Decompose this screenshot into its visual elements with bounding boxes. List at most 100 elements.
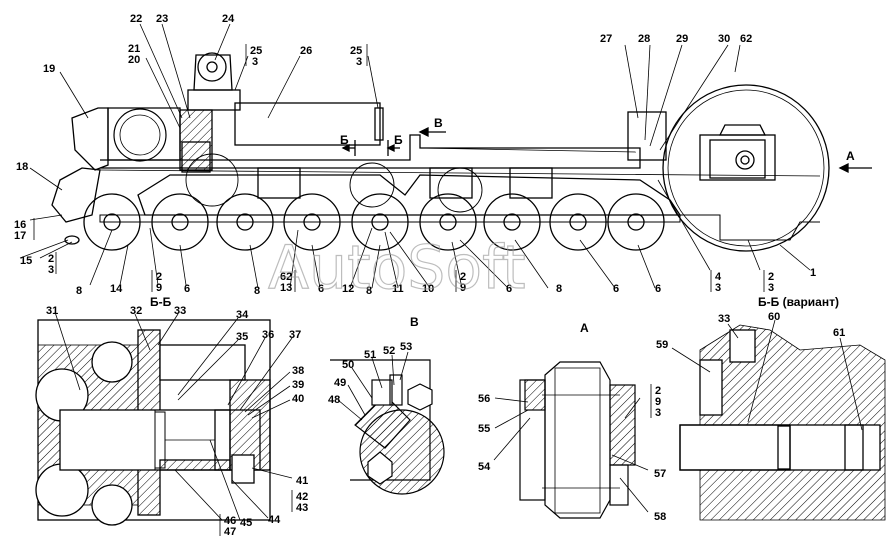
callout-40: 40 [292, 393, 304, 405]
callout-49: 49 [334, 377, 346, 389]
view-a-title: А [580, 321, 589, 335]
callout-6d: 6 [613, 283, 619, 295]
callout-37: 37 [289, 329, 301, 341]
callout-32: 32 [130, 305, 142, 317]
callout-2b: 2 [156, 271, 162, 283]
section-bb-variant-title: Б-Б (вариант) [758, 295, 839, 309]
callout-30: 30 [718, 33, 730, 45]
callout-35: 35 [236, 331, 248, 343]
callout-17: 17 [14, 230, 26, 242]
callout-27: 27 [600, 33, 612, 45]
callout-6c: 6 [506, 283, 512, 295]
callout-labels: 22 23 24 21 20 25 3 26 25 3 19 27 28 29 … [14, 13, 855, 538]
callout-16: 16 [14, 219, 26, 231]
callout-9b: 9 [460, 282, 466, 294]
main-leader-lines [19, 23, 811, 289]
callout-9a: 9 [156, 282, 162, 294]
callout-21: 21 [128, 43, 140, 55]
lower-bracket [51, 167, 101, 223]
callout-4: 4 [715, 271, 722, 283]
callout-60: 60 [768, 311, 780, 323]
arrow-v-label: В [434, 116, 443, 130]
section-bb-leaders [54, 311, 293, 521]
callout-45: 45 [240, 517, 252, 529]
callout-15: 15 [20, 255, 32, 267]
callout-3b: 3 [356, 56, 362, 68]
callout-26: 26 [300, 45, 312, 57]
view-v [330, 359, 445, 495]
callout-54: 54 [478, 461, 491, 473]
callout-9c: 9 [655, 396, 661, 408]
callout-25a: 25 [250, 45, 262, 57]
callout-18: 18 [16, 161, 28, 173]
arrow-b1-label: Б [340, 133, 349, 147]
callout-62a: 62 [740, 33, 752, 45]
callout-25b: 25 [350, 45, 362, 57]
callout-38: 38 [292, 365, 304, 377]
callout-6a: 6 [184, 283, 190, 295]
callout-62b: 62 [280, 271, 292, 283]
callout-33b: 33 [718, 313, 730, 325]
callout-43: 43 [296, 502, 308, 514]
callout-34: 34 [236, 309, 249, 321]
view-v-title: В [410, 315, 419, 329]
callout-23: 23 [156, 13, 168, 25]
idler-wheel [662, 84, 830, 252]
callout-22: 22 [130, 13, 142, 25]
callout-3a: 3 [252, 56, 258, 68]
callout-48: 48 [328, 394, 340, 406]
callout-56: 56 [478, 393, 490, 405]
tension-cylinder [234, 102, 381, 146]
section-bb [35, 319, 271, 526]
idler-housing [699, 134, 776, 181]
callout-6e: 6 [655, 283, 661, 295]
callout-47: 47 [224, 526, 236, 538]
callout-8a: 8 [76, 285, 82, 297]
callout-46: 46 [224, 515, 236, 527]
callout-3c: 3 [48, 264, 54, 276]
callout-33a: 33 [174, 305, 186, 317]
callout-1: 1 [810, 267, 816, 279]
section-bb-variant-leaders [671, 319, 863, 431]
callout-24: 24 [222, 13, 235, 25]
callout-8d: 8 [556, 283, 562, 295]
callout-61: 61 [833, 327, 845, 339]
callout-13: 13 [280, 282, 292, 294]
callout-12: 12 [342, 283, 354, 295]
callout-53: 53 [400, 341, 412, 353]
callout-10: 10 [422, 283, 434, 295]
callout-29: 29 [676, 33, 688, 45]
callout-2a: 2 [48, 253, 54, 265]
callout-11: 11 [392, 283, 404, 295]
callout-2e: 2 [655, 385, 661, 397]
callout-3f: 3 [655, 407, 661, 419]
callout-6b: 6 [318, 283, 324, 295]
callout-59: 59 [656, 339, 668, 351]
callout-39: 39 [292, 379, 304, 391]
callout-20: 20 [128, 54, 140, 66]
view-a-leaders [493, 397, 649, 513]
track-rollers [83, 193, 665, 251]
callout-14: 14 [110, 283, 123, 295]
callout-31: 31 [46, 305, 58, 317]
frame-top-rail [100, 134, 641, 169]
callout-44: 44 [268, 514, 281, 526]
callout-58: 58 [654, 511, 666, 523]
callout-3d: 3 [715, 282, 721, 294]
main-view [51, 52, 872, 252]
view-a [519, 361, 636, 519]
callout-42: 42 [296, 491, 308, 503]
arrow-a-label: А [846, 149, 855, 163]
lower-frame-beam [137, 174, 682, 216]
callout-28: 28 [638, 33, 650, 45]
watermark: AutoSoft [268, 233, 526, 303]
front-bracket [71, 107, 109, 171]
callout-2c: 2 [460, 271, 466, 283]
section-bb-variant [679, 324, 886, 521]
callout-2d: 2 [768, 271, 774, 283]
callout-8c: 8 [366, 285, 372, 297]
callout-51: 51 [364, 349, 376, 361]
callout-41: 41 [296, 475, 308, 487]
callout-36: 36 [262, 329, 274, 341]
